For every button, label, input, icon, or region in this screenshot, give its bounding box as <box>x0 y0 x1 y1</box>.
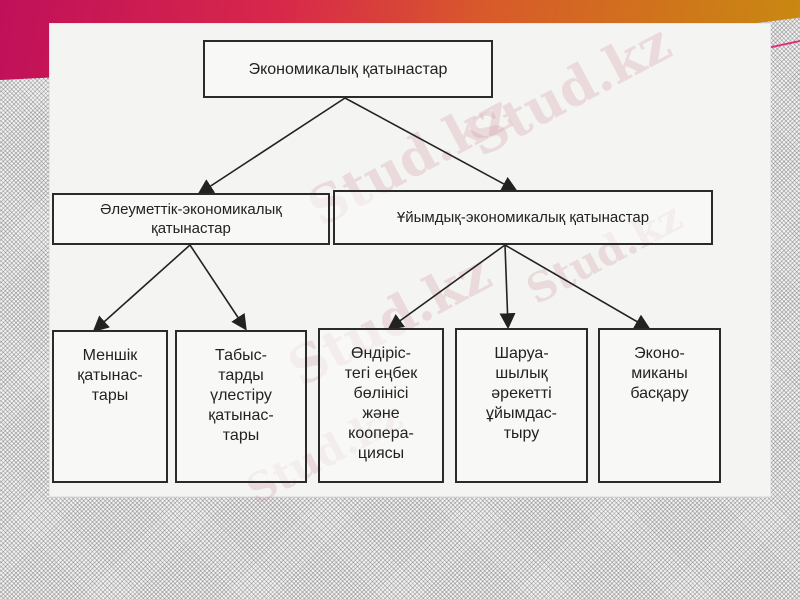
leaf-income-distribution-relations: Табыс- тарды үлестіру қатынас- тары <box>175 330 307 483</box>
leaf-property-relations: Меншік қатынас- тары <box>52 330 168 483</box>
leaf-labor-division-cooperation: Өндіріс- тегі еңбек бөлінісі және коопер… <box>318 328 444 483</box>
leaf-farm-activity-organization: Шаруа- шылық әрекетті ұйымдас- тыру <box>455 328 588 483</box>
node-organizational-economic-relations: Ұйымдық-экономикалық қатынастар <box>333 190 713 245</box>
node-socio-economic-relations: Әлеуметтік-экономикалық қатынастар <box>52 193 330 245</box>
root-node-economic-relations: Экономикалық қатынастар <box>203 40 493 98</box>
leaf-economy-management: Эконо- миканы басқару <box>598 328 721 483</box>
